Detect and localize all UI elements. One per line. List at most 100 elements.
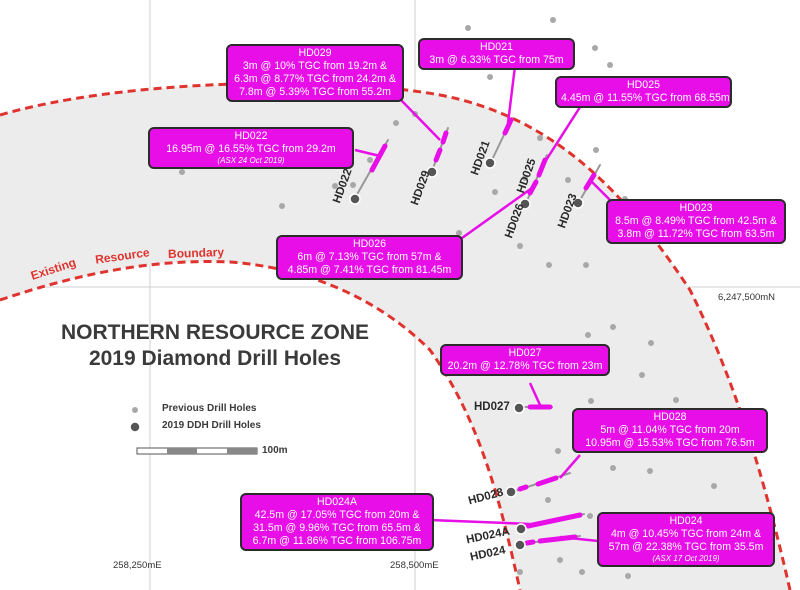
callout-hd022: HD022 16.95m @ 16.55% TGC from 29.2m (AS… xyxy=(148,127,354,169)
callout-note: (ASX 24 Oct 2019) xyxy=(217,156,285,165)
scale-bar-segment xyxy=(167,448,197,454)
hd021-intercept xyxy=(502,117,514,136)
callout-line: 4.85m @ 7.41% TGC from 81.45m xyxy=(287,264,452,276)
callout-hd028: HD028 5m @ 11.04% TGC from 20m 10.95m @ … xyxy=(572,408,768,453)
previous-hole xyxy=(545,497,551,503)
hd027-leader xyxy=(528,382,542,406)
hd022-collar xyxy=(349,193,361,205)
zone-title-line1: NORTHERN RESOURCE ZONE xyxy=(60,321,370,344)
previous-hole xyxy=(610,324,616,330)
previous-hole xyxy=(585,332,591,338)
previous-hole xyxy=(456,230,462,236)
callout-line: 6m @ 7.13% TGC from 57m & xyxy=(297,251,442,263)
callout-leaders xyxy=(354,65,611,543)
callout-line: 4.45m @ 11.55% TGC from 68.55m xyxy=(561,92,730,104)
callout-line: 3.8m @ 11.72% TGC from 63.5m xyxy=(617,228,775,240)
previous-hole xyxy=(587,513,593,519)
callout-title: HD024A xyxy=(316,496,358,508)
hd023-leader xyxy=(591,181,611,201)
boundary-label-boundary: Boundary xyxy=(167,245,225,261)
scale-bar-segment xyxy=(227,448,257,454)
previous-hole xyxy=(610,465,616,471)
hd026-intercept xyxy=(527,179,539,196)
previous-hole xyxy=(332,183,338,189)
hd028-intercept-1 xyxy=(517,484,529,492)
callout-line: 7.8m @ 5.39% TGC from 55.2m xyxy=(239,86,391,98)
previous-hole xyxy=(350,182,356,188)
hd023-collar xyxy=(572,197,584,209)
callout-title: HD022 xyxy=(234,130,268,142)
previous-hole xyxy=(279,203,285,209)
callout-hd025: HD025 4.45m @ 11.55% TGC from 68.55m xyxy=(555,76,732,108)
callout-line: 57m @ 22.38% TGC from 35.5m xyxy=(608,541,764,553)
previous-hole xyxy=(367,157,373,163)
previous-hole xyxy=(555,448,561,454)
hd024a-intercept xyxy=(525,512,583,529)
callout-hd027: HD027 20.2m @ 12.78% TGC from 23m xyxy=(440,344,610,376)
hd028-collar xyxy=(505,486,517,498)
northing-label: 6,247,500mN xyxy=(718,292,776,303)
callout-hd024a: HD024A 42.5m @ 17.05% TGC from 20m & 31.… xyxy=(240,493,434,551)
previous-hole xyxy=(522,175,528,181)
callout-line: 4m @ 10.45% TGC from 24m & xyxy=(610,528,762,540)
hd024-collar xyxy=(514,539,526,551)
callout-line: 6.3m @ 8.77% TGC from 24.2m & xyxy=(234,73,396,85)
callout-line: 6.7m @ 11.86% TGC from 106.75m xyxy=(252,535,422,547)
previous-hole xyxy=(393,120,399,126)
ddh-collars xyxy=(349,157,584,551)
previous-hole xyxy=(487,74,493,80)
previous-hole xyxy=(673,397,679,403)
previous-hole xyxy=(583,262,589,268)
previous-hole xyxy=(517,243,523,249)
callout-line: 42.5m @ 17.05% TGC from 20m & xyxy=(254,509,420,521)
callout-title: HD029 xyxy=(298,47,332,59)
hd029-collar xyxy=(426,166,438,178)
legend-symbols xyxy=(129,407,258,455)
callout-title: HD024 xyxy=(669,515,703,527)
legend-ddh-symbol xyxy=(129,421,141,433)
previous-hole xyxy=(588,398,594,404)
previous-hole xyxy=(465,25,471,31)
hd029-intercept-1 xyxy=(433,147,443,163)
hd027-collar xyxy=(513,402,525,414)
resource-boundary-outer xyxy=(0,81,792,590)
callout-hd023: HD023 8.5m @ 8.49% TGC from 42.5m & 3.8m… xyxy=(606,199,786,244)
callout-hd029: HD029 3m @ 10% TGC from 19.2m & 6.3m @ 8… xyxy=(226,44,404,102)
previous-hole xyxy=(179,169,185,175)
previous-hole xyxy=(593,147,599,153)
previous-hole xyxy=(592,45,598,51)
callout-line: 10.95m @ 15.53% TGC from 76.5m xyxy=(585,437,755,449)
hd028-leader xyxy=(559,454,581,479)
legend-previous-symbol xyxy=(132,407,138,413)
hd026-collar xyxy=(519,198,531,210)
previous-hole xyxy=(648,340,654,346)
callout-title: HD021 xyxy=(480,41,513,53)
previous-hole xyxy=(625,573,631,579)
zone-title: NORTHERN RESOURCE ZONE 2019 Diamond Dril… xyxy=(40,320,390,372)
previous-hole xyxy=(607,62,613,68)
callout-hd026: HD026 6m @ 7.13% TGC from 57m & 4.85m @ … xyxy=(276,235,463,280)
hd024a-collar xyxy=(515,523,527,535)
callout-line: 20.2m @ 12.78% TGC from 23m xyxy=(447,360,603,372)
previous-hole xyxy=(639,372,645,378)
hd029-intercept-2 xyxy=(440,130,449,145)
callout-line: 3m @ 10% TGC from 19.2m & xyxy=(242,60,388,72)
hd024a-leader xyxy=(429,518,531,526)
legend-ddh-label: 2019 DDH Drill Holes xyxy=(162,420,261,431)
previous-hole xyxy=(550,17,556,23)
easting-right-label: 258,500mE xyxy=(390,560,439,571)
callout-title: HD025 xyxy=(627,79,660,91)
hd022-intercept xyxy=(369,143,388,173)
callout-title: HD027 xyxy=(508,347,542,359)
hd029-leader xyxy=(399,98,441,141)
easting-left-label: 258,250mE xyxy=(113,560,162,571)
callout-title: HD023 xyxy=(679,202,713,214)
previous-hole xyxy=(647,468,653,474)
callout-hd024: HD024 4m @ 10.45% TGC from 24m & 57m @ 2… xyxy=(597,512,775,567)
hd021-collar xyxy=(484,157,496,169)
callout-note: (ASX 17 Oct 2019) xyxy=(652,554,720,563)
callout-line: 31.5m @ 9.96% TGC from 65.5m & xyxy=(253,522,421,534)
callout-line: 3m @ 6.33% TGC from 75m xyxy=(429,54,564,66)
